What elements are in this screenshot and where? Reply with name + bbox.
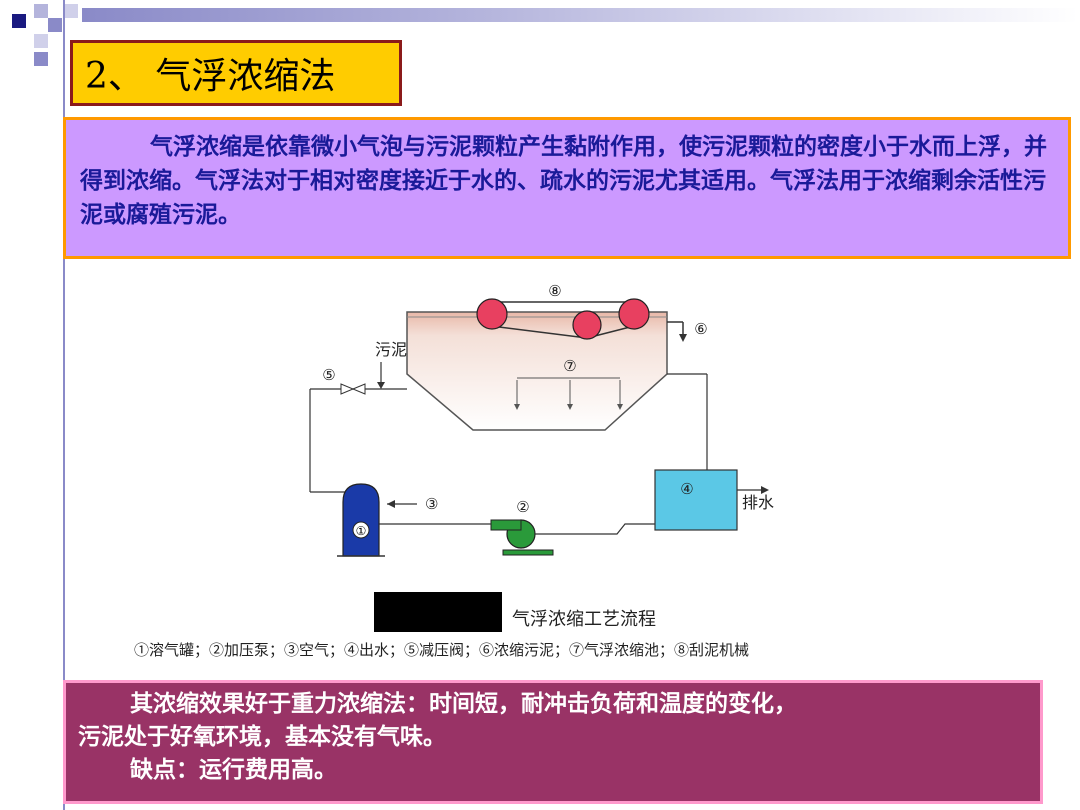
- effluent-tank: [654, 469, 738, 531]
- label-2: ②: [516, 498, 529, 516]
- scraper-roller-left: [476, 298, 508, 330]
- internal-flow-arrows: [516, 377, 621, 407]
- scraper-mechanism: [476, 298, 650, 340]
- scraper-roller-right: [618, 298, 650, 330]
- label-1: ①: [356, 524, 367, 538]
- conclusion-line-3: 缺点：运行费用高。: [130, 756, 337, 783]
- conclusion-box: 其浓缩效果好于重力浓缩法：时间短，耐冲击负荷和温度的变化， 污泥处于好氧环境，基…: [63, 680, 1043, 804]
- diagram-caption: 气浮浓缩工艺流程: [512, 609, 656, 630]
- deco-square-5: [64, 4, 78, 18]
- label-7: ⑦: [563, 357, 576, 375]
- slide-title: 2、 气浮浓缩法: [70, 40, 402, 106]
- intro-text: 气浮浓缩是依靠微小气泡与污泥颗粒产生黏附作用，使污泥颗粒的密度小于水而上浮，并得…: [80, 133, 1047, 228]
- deco-square-3: [48, 18, 62, 32]
- vertical-rule: [63, 0, 65, 810]
- deco-square-1: [12, 14, 26, 28]
- header-bar: [82, 8, 1078, 22]
- label-drain: 排水: [742, 493, 774, 512]
- label-4: ④: [680, 480, 693, 498]
- scraper-roller-mid: [572, 310, 602, 340]
- redaction-block: [374, 592, 502, 632]
- label-sludge: 污泥: [375, 340, 407, 359]
- label-8: ⑧: [548, 282, 561, 300]
- deco-square-6: [34, 52, 48, 66]
- conclusion-line-1: 其浓缩效果好于重力浓缩法：时间短，耐冲击负荷和温度的变化，: [130, 690, 797, 717]
- label-5: ⑤: [322, 366, 335, 384]
- slide-title-text: 2、 气浮浓缩法: [85, 56, 336, 97]
- deco-square-4: [34, 34, 48, 48]
- label-3: ③: [425, 495, 438, 513]
- diagram-legend: ①溶气罐；②加压泵；③空气；④出水；⑤减压阀；⑥浓缩污泥；⑦气浮浓缩池；⑧刮泥机…: [134, 641, 750, 659]
- flotation-tank: [406, 311, 668, 431]
- intro-box: 气浮浓缩是依靠微小气泡与污泥颗粒产生黏附作用，使污泥颗粒的密度小于水而上浮，并得…: [63, 117, 1071, 259]
- label-6: ⑥: [694, 320, 707, 338]
- deco-square-2: [34, 4, 48, 18]
- flotation-diagram: ⑧ ⑥ ⑦ 污泥 ⑤ ④ 排水 ① ③ ②: [309, 282, 774, 557]
- pressure-pump: [490, 519, 554, 556]
- conclusion-line-2: 污泥处于好氧环境，基本没有气味。: [78, 723, 446, 750]
- dissolved-air-vessel: [342, 483, 380, 557]
- pressure-reducing-valve: [340, 383, 355, 395]
